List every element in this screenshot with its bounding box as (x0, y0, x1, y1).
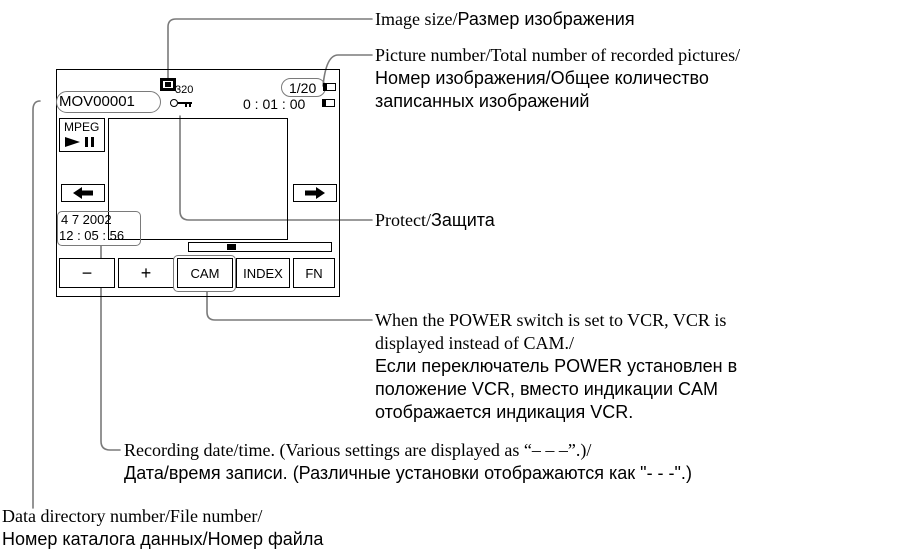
time-code: 0 : 01 : 00 (243, 96, 306, 112)
previous-button[interactable] (61, 184, 105, 202)
cassette-icon-2 (322, 99, 335, 107)
mpeg-play-pause-button[interactable]: MPEG (59, 118, 105, 152)
lcd-screen (56, 69, 340, 297)
image-area (108, 118, 288, 240)
progress-bar[interactable] (188, 242, 332, 252)
leader-directory (32, 100, 41, 509)
image-size-value: 320 (175, 84, 194, 96)
arrow-left-icon (73, 187, 93, 199)
file-name: MOV00001 (59, 93, 135, 110)
caption-protect: Protect/Защита (375, 210, 495, 230)
picture-number-highlight (281, 78, 326, 97)
key-icon (170, 98, 192, 108)
pause-icon (85, 137, 88, 147)
index-button[interactable]: INDEX (236, 258, 290, 288)
cassette-icon-1 (323, 83, 336, 91)
film-icon (160, 78, 176, 91)
picture-number: 1/20 (289, 80, 317, 96)
cam-highlight (173, 255, 236, 292)
caption-recording-date: Recording date/time. (Various settings a… (124, 440, 692, 483)
minus-button[interactable]: − (59, 258, 115, 288)
next-button[interactable] (293, 184, 337, 202)
date-time-highlight (57, 211, 141, 246)
progress-indicator (227, 244, 236, 250)
file-name-highlight (56, 91, 161, 113)
recording-date: 4 7 2002 (61, 212, 112, 227)
recording-time: 12 : 05 : 56 (59, 228, 125, 243)
play-icon (65, 137, 80, 147)
mpeg-label: MPEG (64, 120, 100, 134)
caption-image-size: Image size/Размер изображения (375, 9, 635, 29)
arrow-right-icon (305, 187, 325, 199)
fn-button[interactable]: FN (293, 258, 335, 288)
plus-button[interactable]: + (118, 258, 174, 288)
caption-power-switch: When the POWER switch is set to VCR, VCR… (375, 310, 738, 422)
cam-button[interactable]: CAM (177, 258, 233, 288)
caption-data-directory: Data directory number/File number/ Номер… (2, 506, 324, 549)
caption-picture-number: Picture number/Total number of recorded … (375, 45, 741, 111)
